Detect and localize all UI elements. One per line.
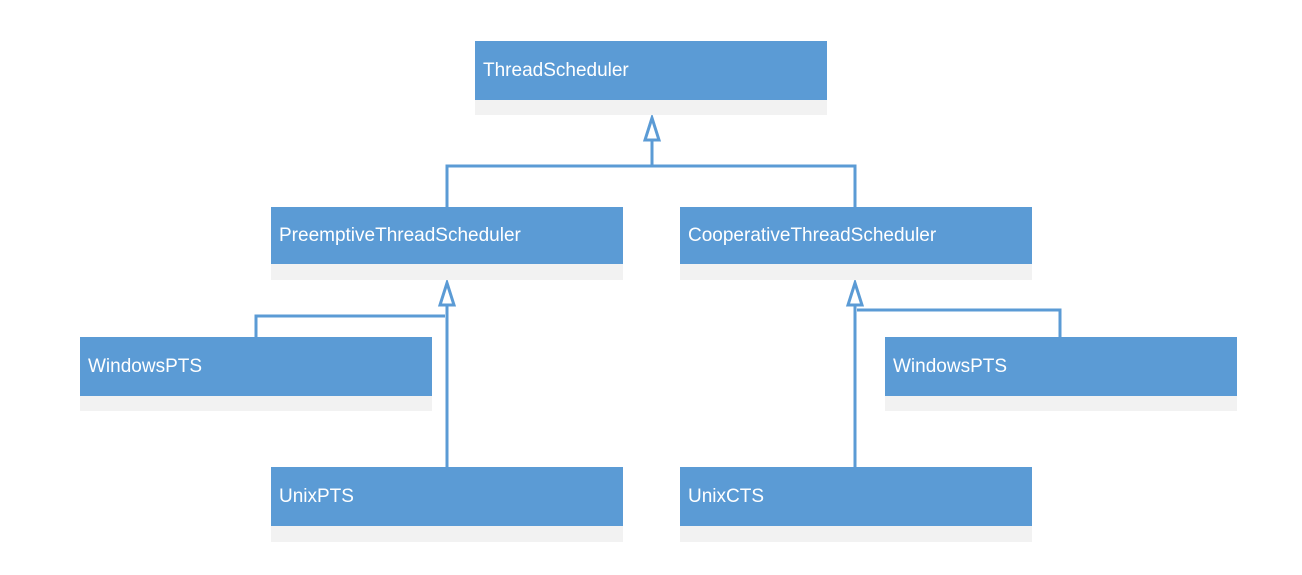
connector-windowspts-left-to-preemptive — [254, 314, 445, 337]
class-unix-pts[interactable]: UnixPTS — [271, 467, 623, 542]
class-windows-pts-left-name: WindowsPTS — [80, 337, 432, 396]
class-thread-scheduler[interactable]: ThreadScheduler — [475, 41, 827, 115]
connector-preemptive-to-threadscheduler — [445, 164, 652, 207]
class-thread-scheduler-body — [475, 100, 827, 115]
class-windows-pts-left[interactable]: WindowsPTS — [80, 337, 432, 411]
class-unix-pts-name: UnixPTS — [271, 467, 623, 526]
class-unix-pts-body — [271, 526, 623, 542]
class-preemptive-thread-scheduler-name: PreemptiveThreadScheduler — [271, 207, 623, 264]
class-unix-cts[interactable]: UnixCTS — [680, 467, 1032, 542]
class-windows-pts-right-name: WindowsPTS — [885, 337, 1237, 396]
class-cooperative-thread-scheduler-name: CooperativeThreadScheduler — [680, 207, 1032, 264]
class-preemptive-thread-scheduler[interactable]: PreemptiveThreadScheduler — [271, 207, 623, 280]
generalization-arrowhead-threadscheduler — [642, 113, 662, 142]
connector-windowspts-right-to-cooperative — [857, 308, 1062, 337]
class-unix-cts-body — [680, 526, 1032, 542]
class-windows-pts-right-body — [885, 396, 1237, 411]
class-thread-scheduler-name: ThreadScheduler — [475, 41, 827, 100]
generalization-arrowhead-cooperative — [845, 278, 865, 307]
connector-cooperative-to-threadscheduler — [652, 164, 857, 207]
class-cooperative-thread-scheduler[interactable]: CooperativeThreadScheduler — [680, 207, 1032, 280]
class-unix-cts-name: UnixCTS — [680, 467, 1032, 526]
class-preemptive-thread-scheduler-body — [271, 264, 623, 280]
class-windows-pts-right[interactable]: WindowsPTS — [885, 337, 1237, 411]
class-windows-pts-left-body — [80, 396, 432, 411]
generalization-arrowhead-preemptive — [437, 278, 457, 307]
class-cooperative-thread-scheduler-body — [680, 264, 1032, 280]
